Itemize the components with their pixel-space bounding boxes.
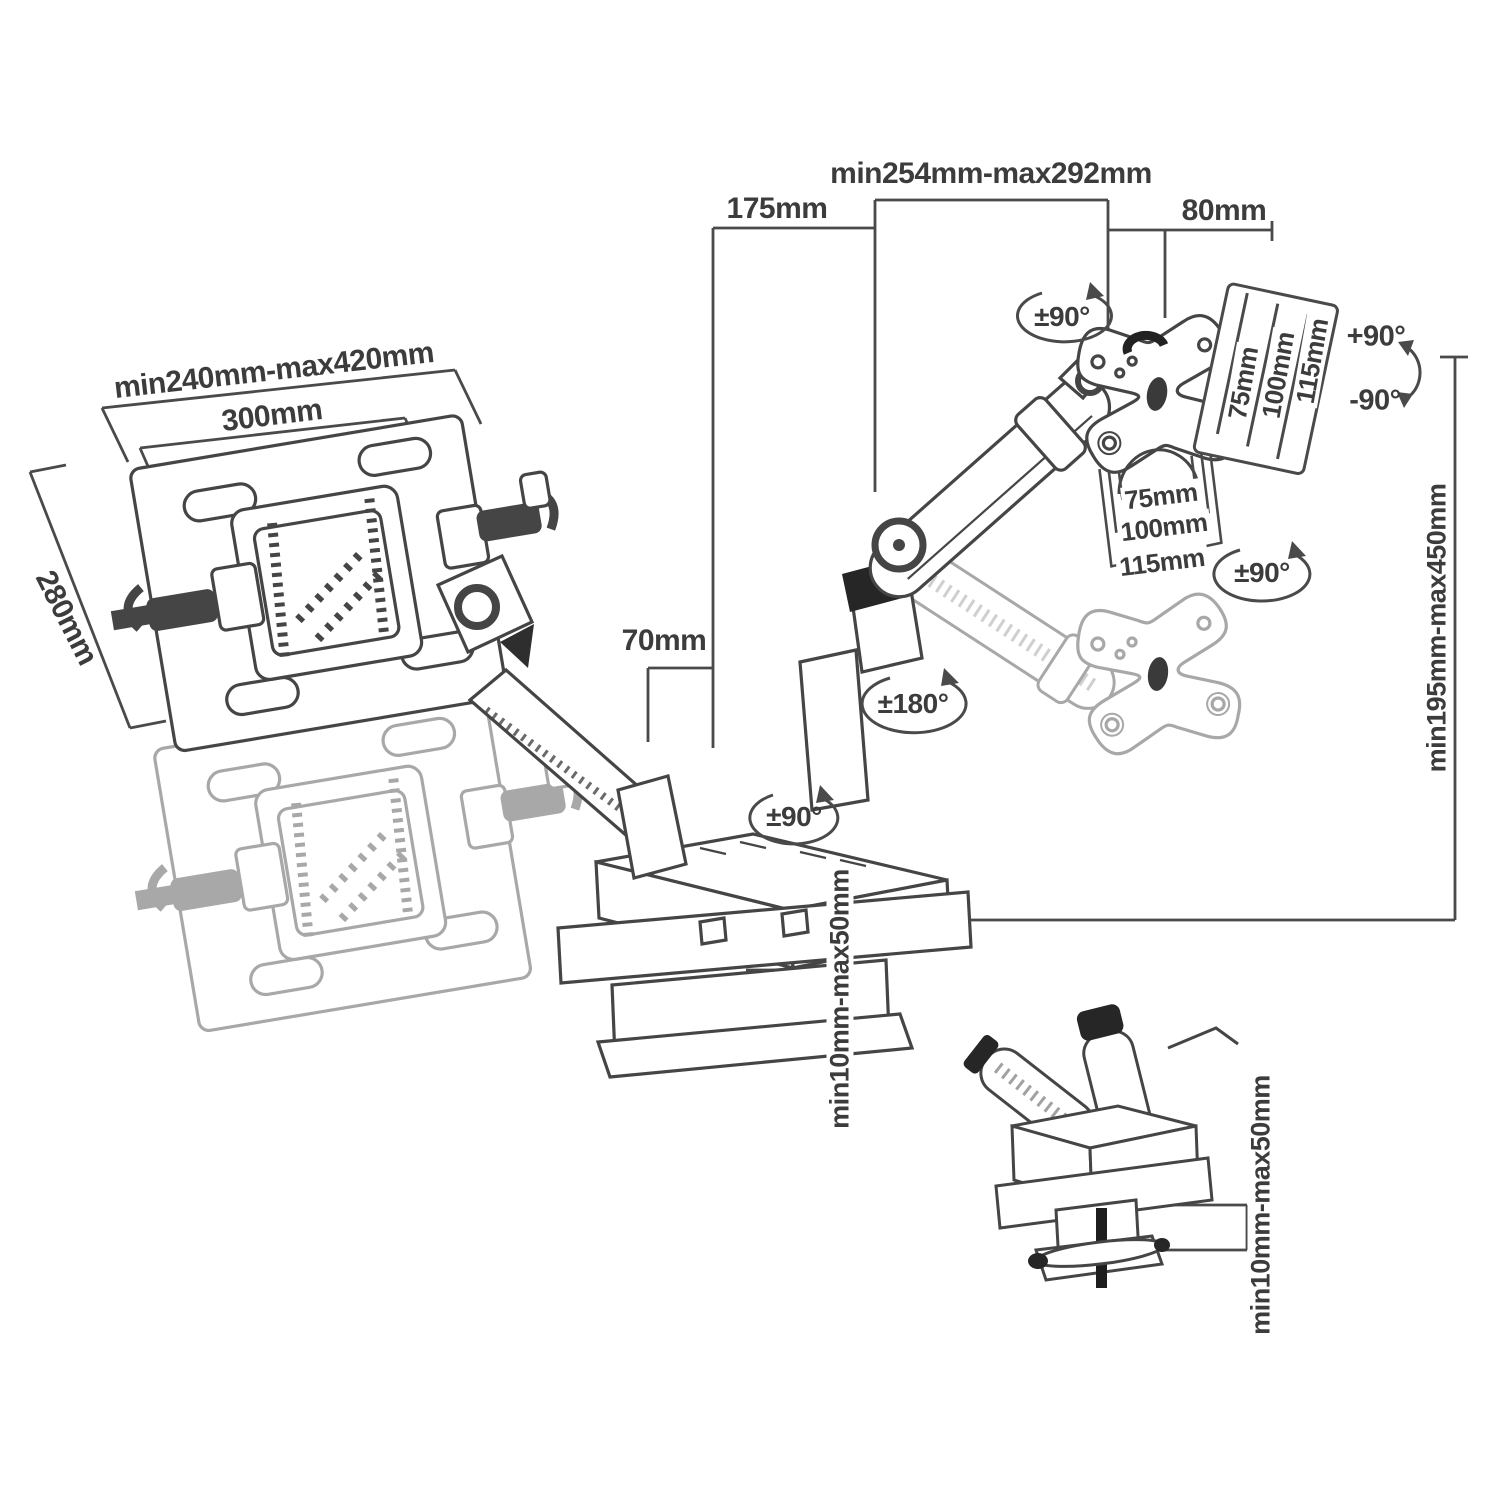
desk-clamp — [556, 832, 973, 1079]
angle-swivel-arm: ±180° — [877, 688, 949, 719]
angle-swivel-top: ±90° — [1034, 301, 1090, 332]
dim-offset-80: 80mm — [1181, 194, 1267, 227]
dim-desk-thickness-detail: min10mm-max50mm — [1246, 1072, 1276, 1338]
clamp-poles — [616, 648, 870, 880]
dim-offset-175: 175mm — [726, 192, 828, 225]
angle-tilt-down: -90° — [1349, 384, 1401, 417]
angle-tilt-up: +90° — [1346, 320, 1406, 353]
dim-desk-thickness-main: min10mm-max50mm — [825, 866, 855, 1132]
angle-rotate-right: ±90° — [1234, 557, 1290, 588]
rotation-arrows — [748, 282, 1422, 846]
dim-offset-70: 70mm — [621, 624, 707, 657]
dim-height-range: min195mm-max450mm — [1421, 483, 1452, 773]
dim-arm-reach-range: min254mm-max292mm — [830, 157, 1152, 190]
clamp-detail-view — [963, 1004, 1239, 1288]
angle-swivel-base: ±90° — [766, 801, 822, 832]
tray-pivot-joint — [435, 553, 535, 668]
dimension-lines — [28, 198, 1468, 1252]
